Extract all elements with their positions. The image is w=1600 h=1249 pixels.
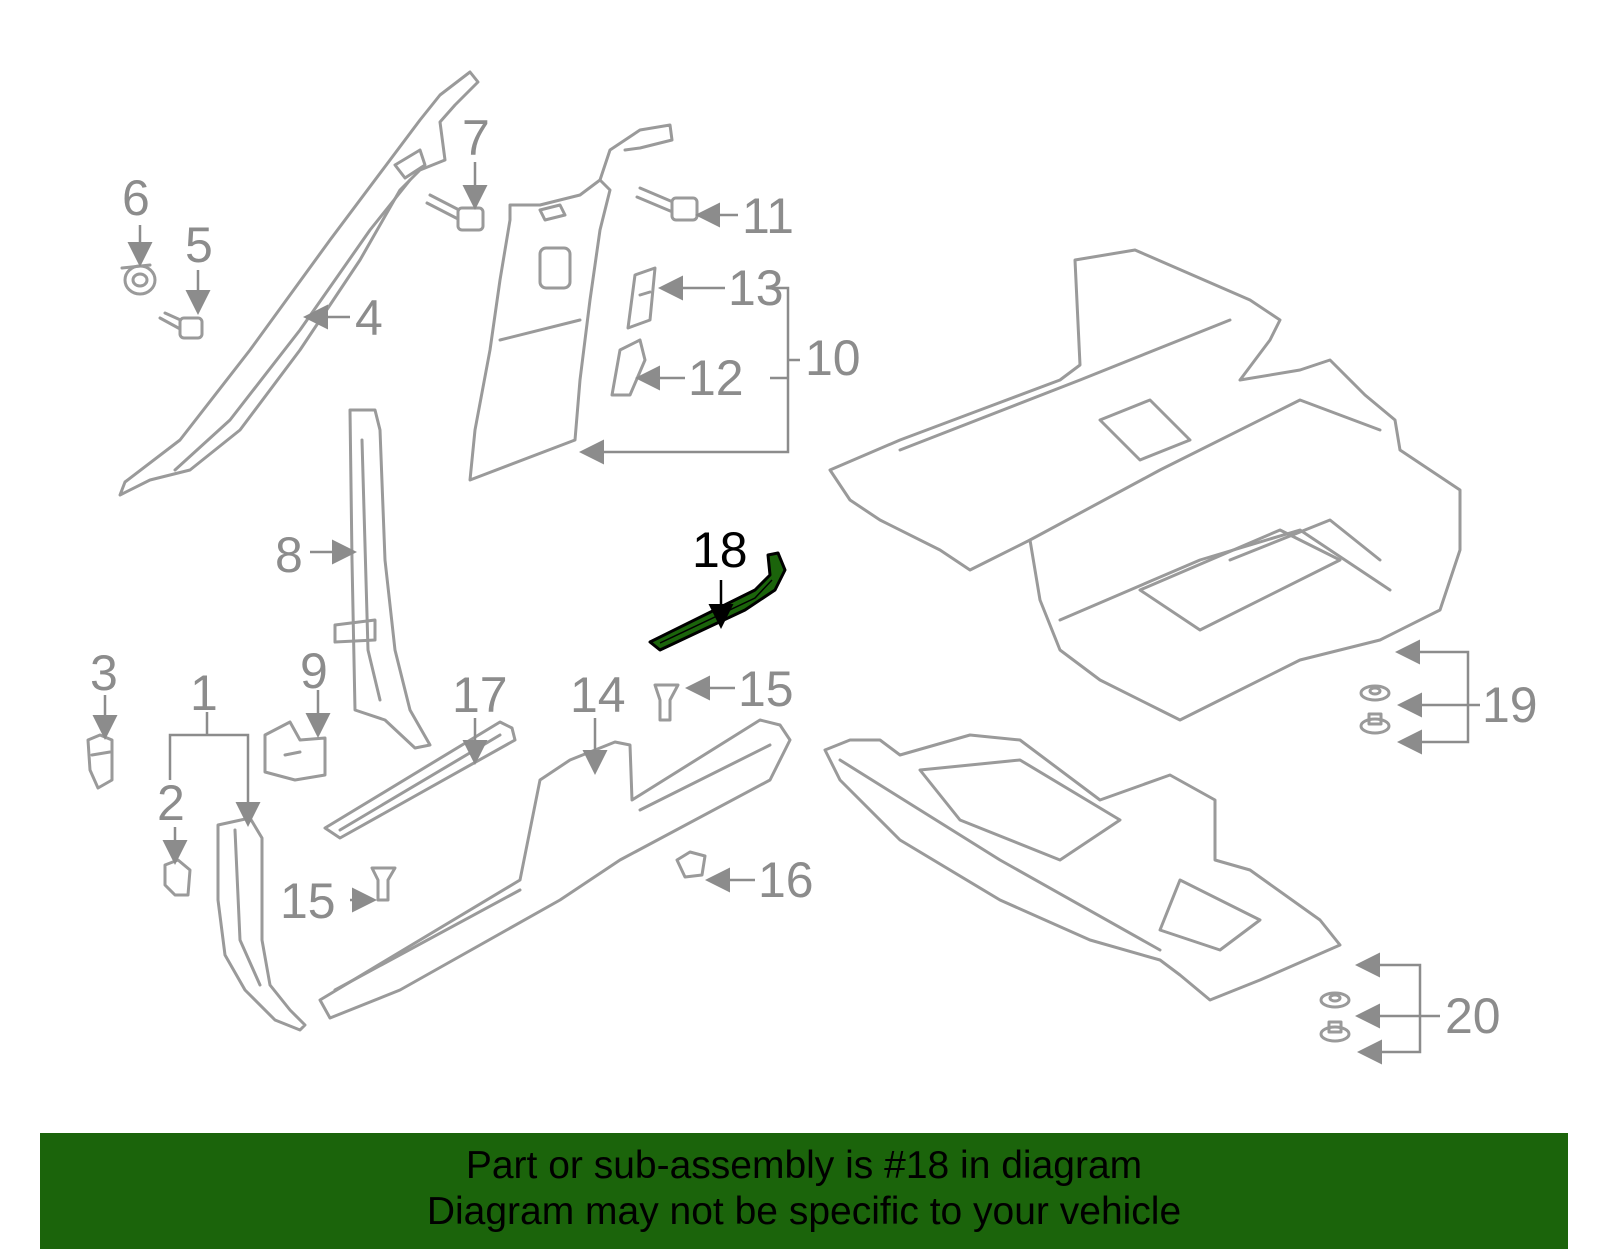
- trim-strip-part-8: [333, 408, 432, 750]
- bracket-part-12: [610, 338, 647, 397]
- floor-carpet-part-19: [828, 248, 1462, 722]
- callout-1: 1: [190, 665, 218, 721]
- clip-part-16: [675, 850, 707, 879]
- callout-12: 12: [688, 350, 744, 406]
- b-pillar-trim: [468, 123, 674, 482]
- scuff-plate-part-17: [323, 720, 517, 840]
- banner-line-disclaimer: Diagram may not be specific to your vehi…: [426, 1190, 1182, 1233]
- callout-13: 13: [728, 260, 784, 316]
- clip-part-6: [120, 263, 157, 296]
- leader-lines: [92, 162, 1480, 1065]
- callout-20: 20: [1445, 988, 1501, 1044]
- clip-part-2: [163, 858, 192, 897]
- bolt-part-11: [635, 186, 699, 222]
- banner-line-part-number: Part or sub-assembly is #18 in diagram: [465, 1144, 1143, 1187]
- bolt-part-7: [425, 193, 485, 232]
- fastener-part-20-b: [1319, 1020, 1351, 1043]
- rocker-sill-part-14: [318, 718, 792, 1020]
- push-pin-part-15-a: [653, 683, 680, 722]
- kick-panel-part-1: [216, 816, 307, 1032]
- callout-15-lower: 15: [280, 873, 336, 929]
- callout-8: 8: [275, 527, 303, 583]
- clip-part-3: [86, 733, 114, 790]
- fastener-part-19-b: [1359, 712, 1391, 735]
- floor-panel-part-20: [823, 733, 1342, 1002]
- callout-14: 14: [570, 667, 626, 723]
- highlighted-scuff-plate-part-18[interactable]: [648, 551, 787, 652]
- clip-part-13: [626, 266, 657, 330]
- callout-4: 4: [355, 290, 383, 346]
- fastener-part-20-a: [1319, 991, 1351, 1009]
- clip-part-9: [263, 720, 327, 782]
- info-banner: Part or sub-assembly is #18 in diagram D…: [40, 1133, 1568, 1249]
- callout-15-upper: 15: [738, 661, 794, 717]
- bolt-part-5: [158, 311, 204, 340]
- callout-19: 19: [1482, 677, 1538, 733]
- callout-3: 3: [90, 645, 118, 701]
- callout-18: 18: [692, 522, 748, 578]
- callout-2: 2: [157, 775, 185, 831]
- fastener-part-19-a: [1359, 684, 1391, 702]
- callout-10: 10: [805, 330, 861, 386]
- a-pillar-trim: [118, 70, 480, 497]
- callout-6: 6: [122, 170, 150, 226]
- callout-5: 5: [185, 217, 213, 273]
- callout-16: 16: [758, 852, 814, 908]
- callout-17: 17: [452, 667, 508, 723]
- callout-11: 11: [742, 188, 794, 244]
- push-pin-part-15-b: [370, 866, 397, 902]
- callout-9: 9: [300, 643, 328, 699]
- callout-7: 7: [462, 110, 490, 166]
